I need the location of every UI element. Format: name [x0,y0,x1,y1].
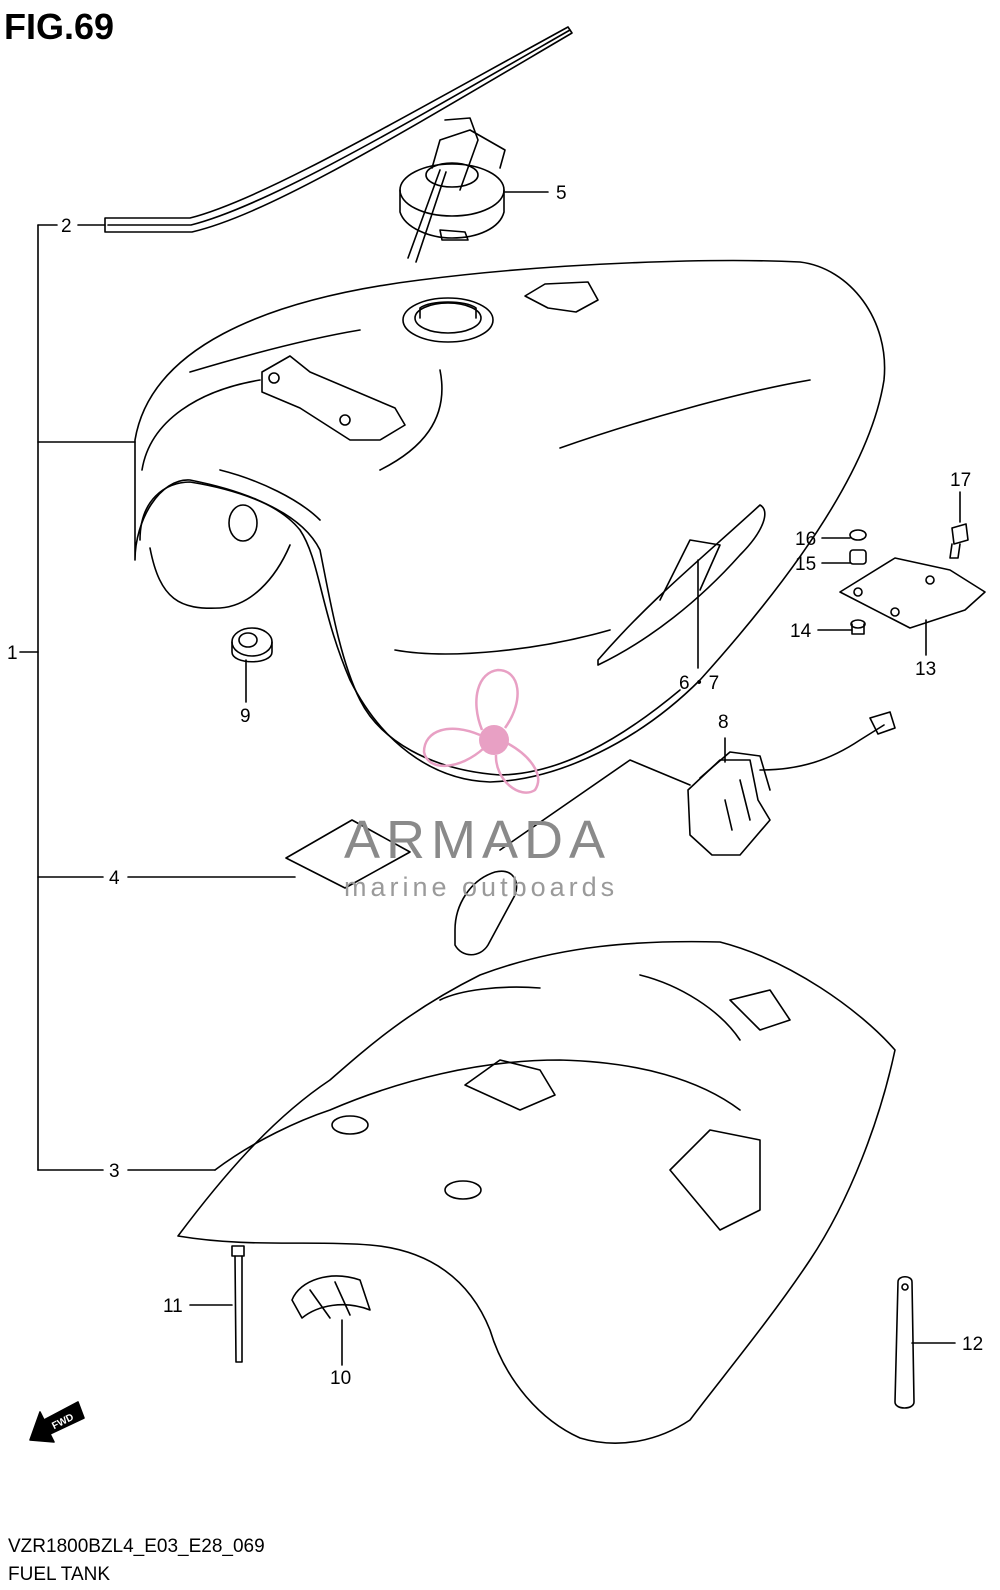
part-15-cushion [849,549,867,565]
fwd-arrow-icon [29,1401,85,1443]
callout-4: 4 [109,868,120,889]
part-4-sheet [285,819,411,889]
callout-5: 5 [556,183,567,204]
callout-16: 16 [795,529,816,550]
callout-10: 10 [330,1368,351,1389]
callout-8: 8 [718,712,729,733]
part-11-clamp [231,1245,245,1363]
part-13-bracket [839,557,986,629]
callout-17: 17 [950,470,971,491]
part-14-bolt [850,619,866,635]
callout-14: 14 [790,621,812,642]
callout-12: 12 [962,1334,983,1355]
callout-1: 1 [7,643,18,664]
watermark-tagline: marine outboards [344,872,618,902]
callout-15: 15 [795,554,816,575]
callout-2: 2 [61,216,72,237]
model-code: VZR1800BZL4_E03_E28_069 [8,1536,265,1557]
part-5-fuel-cap [399,117,506,263]
part-17-bolt [949,523,969,559]
part-3-tank-cover [177,940,896,1444]
part-8-fuel-level-gauge [454,711,896,956]
part-16-washer [849,529,867,541]
part-2-cushion-strip [104,26,573,233]
part-9-cushion [231,627,273,663]
leader-lines [19,191,961,1366]
callout-13: 13 [915,659,936,680]
part-12-band [894,1275,915,1409]
part-10-damper [291,1275,371,1319]
watermark-brand: ARMADA [344,810,611,870]
callout-6-7: 6・7 [679,673,719,694]
diagram-caption: FUEL TANK [8,1564,111,1585]
callout-11: 11 [163,1296,183,1317]
figure-title: FIG.69 [4,6,115,47]
callout-3: 3 [109,1161,120,1182]
armada-watermark-logo [422,668,540,794]
part-1-fuel-tank [134,259,886,783]
callout-9: 9 [240,706,251,727]
